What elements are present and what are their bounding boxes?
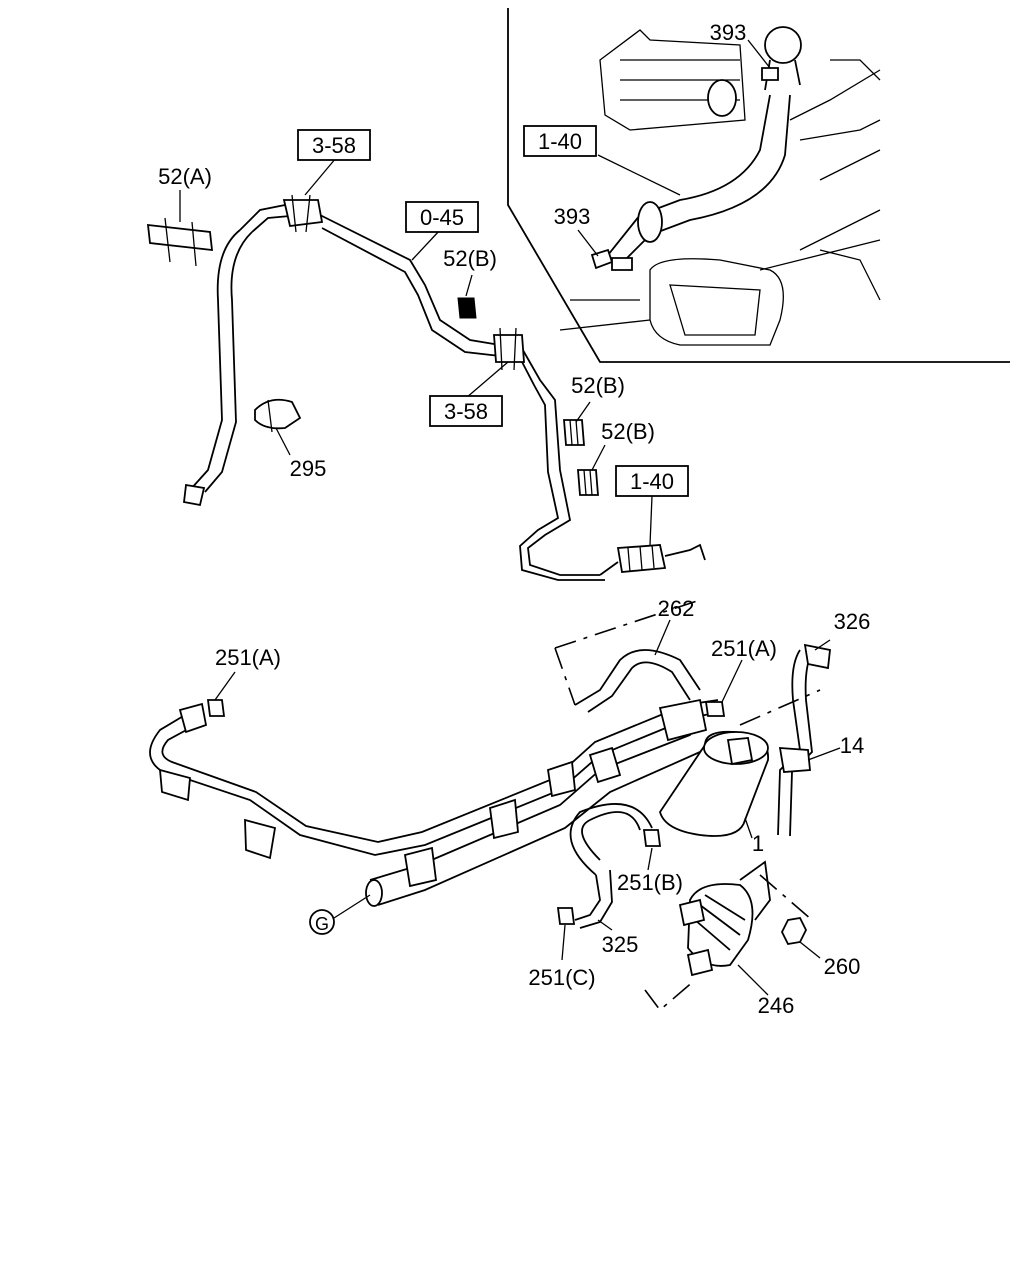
ref-1-40-top: 1-40 [538, 129, 582, 154]
inset-detail [507, 8, 1010, 363]
label-52a: 52(A) [158, 164, 212, 189]
label-251c: 251(C) [528, 965, 595, 990]
ref-box-3-58-top [297, 129, 371, 161]
lower-fuel-line-assembly [149, 599, 841, 1012]
reference-boxes: 1-40 3-58 0-45 3-58 1-40 [297, 125, 689, 497]
upper-fuel-line-assembly [146, 157, 706, 581]
label-326: 326 [834, 609, 871, 634]
ref-0-45: 0-45 [420, 205, 464, 230]
g-marker-circle [309, 909, 335, 935]
ref-3-58-top: 3-58 [312, 133, 356, 158]
inset-border [507, 8, 1010, 363]
ref-box-1-40-top [523, 125, 597, 157]
label-1: 1 [752, 831, 764, 856]
ref-box-1-40-mid [615, 465, 689, 497]
label-52b-1: 52(B) [443, 246, 497, 271]
label-393-top: 393 [710, 20, 747, 45]
label-295: 295 [290, 456, 327, 481]
label-14: 14 [840, 733, 864, 758]
part-labels: 393 393 52(A) 52(B) 52(B) 52(B) 295 262 … [158, 20, 870, 1018]
label-251b: 251(B) [617, 870, 683, 895]
label-251a-right: 251(A) [711, 636, 777, 661]
label-325: 325 [602, 932, 639, 957]
label-262: 262 [658, 596, 695, 621]
label-246: 246 [758, 993, 795, 1018]
label-260: 260 [824, 954, 861, 979]
ref-box-3-58-mid [429, 395, 503, 427]
label-251a-left: 251(A) [215, 645, 281, 670]
label-393-inset: 393 [554, 204, 591, 229]
label-g: G [315, 914, 329, 934]
ref-1-40-mid: 1-40 [630, 469, 674, 494]
ref-3-58-mid: 3-58 [444, 399, 488, 424]
ref-box-0-45 [405, 201, 479, 233]
label-52b-2: 52(B) [571, 373, 625, 398]
label-52b-3: 52(B) [601, 419, 655, 444]
